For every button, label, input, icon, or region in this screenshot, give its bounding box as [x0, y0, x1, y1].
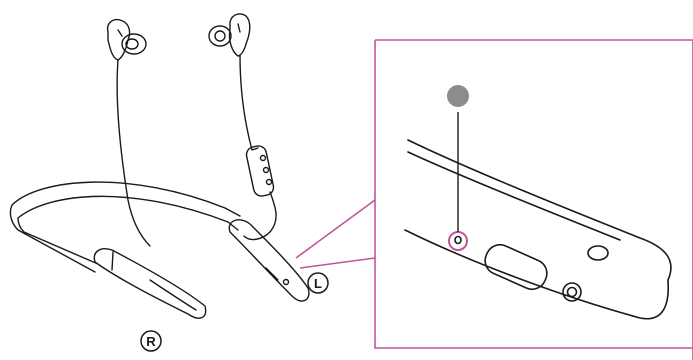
- inline-remote: [245, 144, 275, 197]
- jack-outer: [563, 283, 581, 301]
- indicator-hole: [455, 237, 461, 244]
- neckband: [10, 182, 240, 272]
- right-label: R: [146, 334, 156, 349]
- indicator-lamp-icon: [447, 85, 469, 107]
- callout-frame: [375, 40, 693, 360]
- callout-leader: [296, 200, 375, 268]
- left-cable: [240, 55, 258, 150]
- right-cable: [117, 60, 150, 246]
- right-side-marker: R: [141, 331, 161, 351]
- callout: [296, 40, 693, 360]
- zoom-detail: [405, 140, 671, 319]
- left-earbud: [209, 14, 250, 56]
- indicator-highlight: [449, 232, 467, 250]
- left-label: L: [314, 276, 322, 291]
- right-earbud: [108, 20, 146, 60]
- right-unit: [94, 249, 205, 318]
- neckband-headset: [10, 14, 309, 318]
- usb-port: [481, 240, 552, 293]
- left-side-marker: L: [308, 273, 328, 293]
